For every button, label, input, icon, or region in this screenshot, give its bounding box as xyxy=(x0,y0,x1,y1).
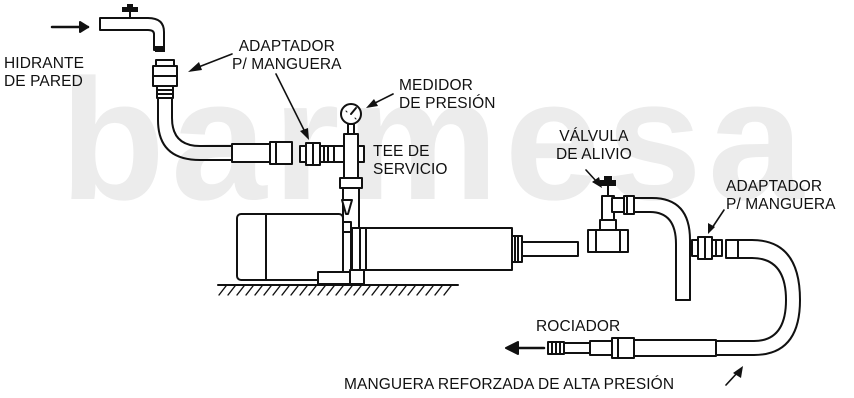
label-hose-adapter-top: ADAPTADOR P/ MANGUERA xyxy=(232,38,342,74)
relief-valve-icon xyxy=(587,176,635,253)
label-wall-hydrant: HIDRANTE DE PARED xyxy=(4,55,84,91)
ground-base xyxy=(217,284,459,296)
label-line: DE PARED xyxy=(4,73,83,90)
sprayer-icon xyxy=(505,340,613,356)
label-line: DE PRESIÓN xyxy=(399,95,496,112)
label-line: P/ MANGUERA xyxy=(726,196,836,213)
hose-adapter-tee-icon xyxy=(299,142,335,166)
label-line: SERVICIO xyxy=(373,161,448,178)
label-service-tee: TEE DE SERVICIO xyxy=(373,143,448,179)
label-line: MEDIDOR xyxy=(399,77,473,94)
label-sprayer: ROCIADOR xyxy=(536,318,621,335)
leader-arrows xyxy=(188,53,743,386)
hose-adapter-top-icon xyxy=(152,59,178,99)
supply-hose xyxy=(157,97,293,165)
label-line: ADAPTADOR xyxy=(238,38,335,55)
pressure-gauge-icon xyxy=(340,103,362,135)
high-pressure-hose xyxy=(611,239,801,359)
label-line: P/ MANGUERA xyxy=(232,56,342,73)
pump-motor-icon xyxy=(236,199,361,281)
hose-adapter-right-icon xyxy=(691,236,723,260)
label-reinforced-hose: MANGUERA REFORZADA DE ALTA PRESIÓN xyxy=(344,376,675,393)
label-relief-valve: VÁLVULA DE ALIVIO xyxy=(556,128,632,164)
relief-drain-hose xyxy=(633,197,691,301)
label-line: HIDRANTE xyxy=(4,55,85,72)
label-hose-adapter-right: ADAPTADOR P/ MANGUERA xyxy=(726,178,836,214)
label-pressure-gauge: MEDIDOR DE PRESIÓN xyxy=(399,77,496,113)
label-line: TEE DE xyxy=(373,143,430,160)
wall-hydrant-icon xyxy=(50,4,165,52)
label-line: DE ALIVIO xyxy=(556,146,632,163)
label-line: VÁLVULA xyxy=(559,128,629,145)
label-line: ADAPTADOR xyxy=(726,178,823,195)
watermark-logo: barmesa xyxy=(60,44,810,236)
